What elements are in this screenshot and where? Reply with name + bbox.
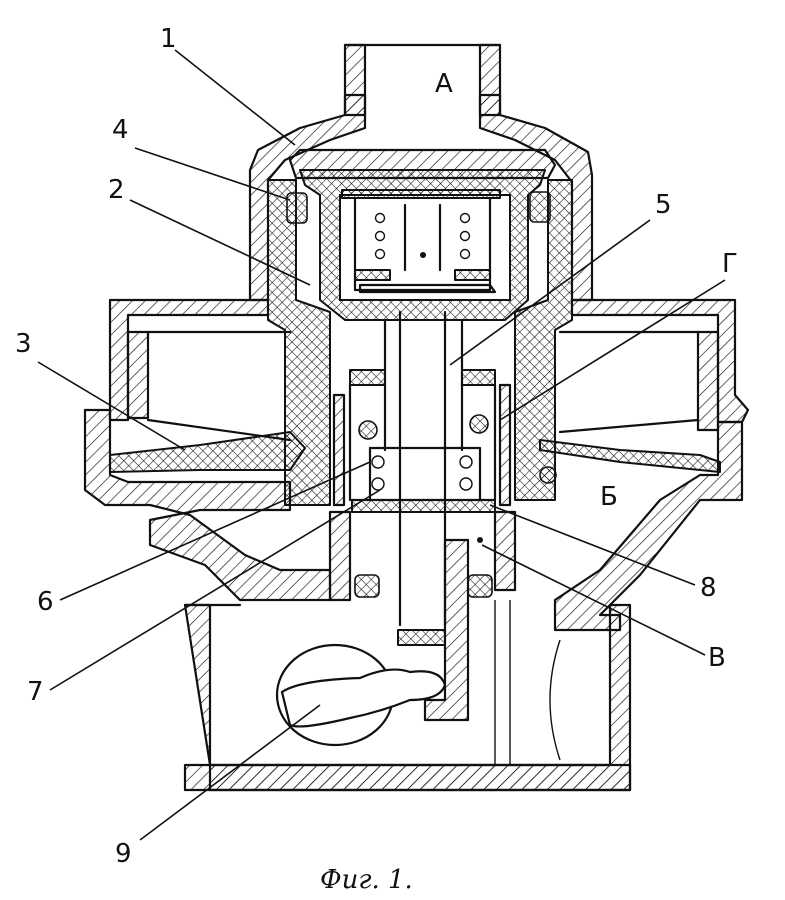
- label-8: 8: [700, 573, 717, 603]
- leader-lines: [37, 49, 726, 841]
- leader-4: [134, 147, 291, 201]
- chamber-label-g: Г: [722, 249, 738, 279]
- leader-3: [37, 361, 186, 451]
- inner-sleeve: [267, 169, 573, 506]
- label-3: 3: [15, 329, 32, 359]
- label-7: 7: [27, 677, 44, 707]
- label-4: 4: [112, 115, 129, 145]
- top-seal-rings: [286, 191, 551, 224]
- leader-1: [174, 49, 296, 146]
- piston-assembly: [332, 383, 512, 513]
- chamber-labels: А Б В Г: [435, 69, 738, 673]
- diaphragm: [109, 418, 721, 484]
- leader-8: [489, 504, 696, 586]
- leader-9: [139, 704, 321, 841]
- figure-caption: Фиг. 1.: [320, 865, 413, 895]
- leader-2: [129, 199, 311, 286]
- leader-v: [481, 544, 706, 656]
- bottom-chamber: [183, 600, 632, 792]
- leader-5: [449, 219, 651, 366]
- leader-g: [499, 279, 726, 421]
- valve-element-9: [275, 643, 447, 747]
- label-6: 6: [37, 587, 54, 617]
- upper-spring-cartridge: [341, 189, 501, 294]
- label-1: 1: [160, 24, 177, 54]
- part-labels: 1 2 3 4 5 6 7 8 9: [15, 24, 717, 869]
- label-9: 9: [115, 839, 132, 869]
- lower-housing: [83, 408, 744, 722]
- leader-7: [49, 489, 381, 691]
- chamber-label-a: А: [435, 69, 453, 99]
- leader-6: [59, 461, 371, 601]
- chamber-label-b: Б: [600, 482, 618, 512]
- chamber-label-v: В: [708, 643, 726, 673]
- label-5: 5: [655, 190, 672, 220]
- label-2: 2: [108, 175, 125, 205]
